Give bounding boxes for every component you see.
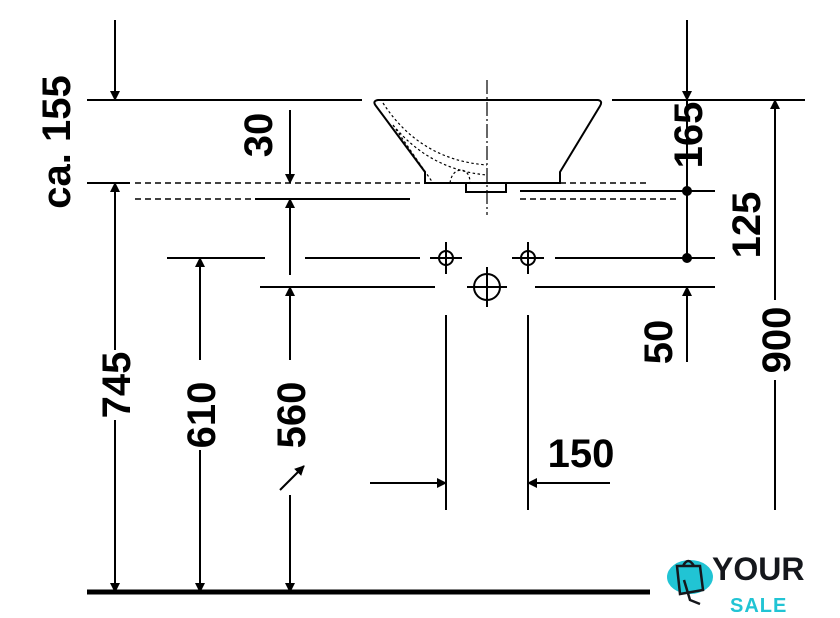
logo-text-sale: SALE	[730, 595, 787, 617]
label-floor-to-drain: 560	[270, 382, 314, 449]
logo-text-your: YOUR	[712, 551, 804, 587]
shopping-bag-icon	[675, 559, 705, 596]
label-drain-to-holes: 125	[725, 192, 769, 259]
label-floor-to-bowl: 745	[95, 352, 139, 419]
label-rim-thickness: 30	[237, 113, 281, 158]
label-hole-offset: 50	[637, 320, 681, 365]
label-total-height: 900	[755, 307, 799, 374]
basin-bowl	[373, 80, 603, 215]
label-top-to-holes: 165	[667, 102, 711, 169]
mounting-holes	[430, 186, 692, 307]
hand-icon	[682, 579, 701, 606]
label-hole-spacing: 150	[548, 432, 615, 476]
label-bowl-height: ca. 155	[35, 75, 79, 208]
dimension-labels: ca. 155 30 165 125 50 900 745 610 560 15…	[35, 75, 799, 476]
yoursale-logo: YOUR SALE	[667, 551, 804, 617]
dimension-arrows	[110, 20, 780, 593]
reference-lines	[87, 99, 805, 595]
label-floor-to-holes: 610	[180, 382, 224, 449]
